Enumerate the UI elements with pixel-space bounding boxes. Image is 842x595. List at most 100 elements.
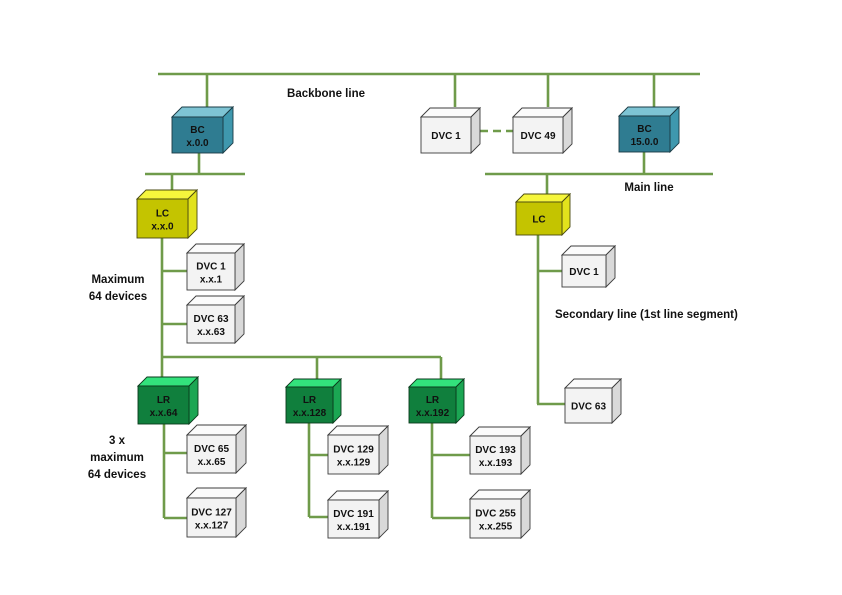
device-name: DVC 127 — [191, 508, 232, 519]
cube-top-face — [326, 425, 390, 436]
max-devices-label-line1: Maximum — [91, 274, 144, 286]
three-x-label-line2: maximum — [90, 452, 144, 464]
device-name: DVC 255 — [475, 509, 516, 520]
device-name: DVC 191 — [333, 509, 374, 520]
three-x-label-line1: 3 x — [109, 435, 126, 447]
cube-front-face — [512, 116, 564, 154]
device-name: DVC 65 — [194, 444, 229, 455]
cube-front-face — [186, 434, 237, 474]
cube-top-face — [326, 490, 390, 501]
cube-front-face — [136, 198, 189, 239]
cube-front-face — [469, 498, 522, 539]
line-repeater-64[interactable]: LR x.x.64 — [136, 375, 200, 426]
device-1[interactable]: DVC 1 x.x.1 — [185, 242, 246, 292]
secondary-device-63[interactable]: DVC 63 — [563, 377, 623, 425]
device-name: BC — [190, 125, 204, 136]
device-65[interactable]: DVC 65 x.x.65 — [185, 423, 248, 475]
bus-lines — [145, 72, 713, 520]
device-address: x.x.0 — [151, 222, 174, 233]
cube-front-face — [186, 252, 236, 291]
cube-front-face — [171, 116, 224, 154]
cube-front-face — [327, 499, 380, 539]
secondary-line-label: Secondary line (1st line segment) — [555, 309, 738, 321]
backbone-device-1[interactable]: DVC 1 — [419, 106, 482, 155]
cube-front-face — [327, 434, 380, 475]
line-repeater-192[interactable]: LRx.x.192 — [407, 377, 466, 425]
device-address: x.x.65 — [198, 457, 226, 468]
cube-front-face — [561, 254, 607, 288]
device-name: DVC 129 — [333, 445, 374, 456]
backbone-coupler-left[interactable]: BC x.0.0 — [170, 105, 235, 155]
cube-side-face — [234, 294, 245, 345]
line-coupler-right[interactable]: LC — [514, 192, 572, 237]
main-line-label: Main line — [624, 182, 673, 194]
cube-side-face — [520, 488, 531, 540]
labels: Backbone line Main line Secondary line (… — [88, 88, 738, 481]
device-address: x.x.129 — [337, 458, 371, 469]
backbone-device-49[interactable]: DVC 49 — [511, 106, 574, 155]
device-name: LR — [303, 395, 317, 406]
device-address: x.x.128 — [293, 408, 327, 419]
device-name: LR — [157, 395, 171, 406]
device-address: x.x.191 — [337, 522, 371, 533]
cube-top-face — [468, 489, 532, 500]
cube-top-face — [468, 426, 532, 437]
three-x-label-line3: 64 devices — [88, 469, 146, 481]
line-coupler-left[interactable]: LC x.x.0 — [135, 188, 199, 240]
line-repeater-128[interactable]: LR x.x.128 — [284, 377, 343, 425]
cube-front-face — [137, 385, 190, 425]
cube-top-face — [514, 193, 572, 203]
cube-front-face — [564, 387, 613, 424]
cube-front-face — [420, 116, 472, 154]
cube-side-face — [378, 424, 389, 476]
cube-top-face — [135, 189, 199, 200]
device-129[interactable]: DVC 129 x.x.129 — [326, 424, 390, 476]
device-name: DVC 63 — [193, 314, 228, 325]
device-name: DVC 63 — [571, 402, 606, 413]
cube-top-face — [563, 378, 623, 389]
device-name: DVC 193 — [475, 445, 516, 456]
device-address: x.x.63 — [197, 327, 225, 338]
device-address: x.x.64 — [150, 408, 178, 419]
cube-side-face — [520, 425, 531, 476]
device-address: 15.0.0 — [631, 137, 659, 148]
cube-front-face — [186, 304, 236, 344]
secondary-device-1[interactable]: DVC 1 — [560, 244, 617, 289]
device-191[interactable]: DVC 191 x.x.191 — [326, 489, 390, 540]
cube-top-face — [419, 107, 482, 118]
device-address: x.x.192 — [416, 408, 450, 419]
cube-top-face — [617, 106, 681, 117]
backbone-line-label: Backbone line — [287, 88, 365, 100]
cube-side-face — [455, 377, 465, 425]
device-name: DVC 1 — [431, 131, 461, 142]
cube-front-face — [469, 435, 522, 475]
device-63[interactable]: DVC 63 x.x.63 — [185, 294, 246, 345]
backbone-coupler-right[interactable]: BC 15.0.0 — [617, 105, 681, 154]
device-name: DVC 1 — [569, 267, 599, 278]
cube-top-face — [284, 378, 343, 388]
device-address: x.x.255 — [479, 522, 513, 533]
device-address: x.x.193 — [479, 458, 513, 469]
device-name: DVC 1 — [196, 262, 226, 273]
cube-top-face — [511, 107, 574, 118]
device-name: LC — [156, 209, 169, 220]
device-name: BC — [637, 124, 651, 135]
device-name: LC — [532, 215, 545, 226]
max-devices-label-line2: 64 devices — [89, 291, 147, 303]
cube-side-face — [187, 188, 198, 240]
cube-front-face — [186, 497, 237, 538]
cube-top-face — [185, 243, 246, 254]
cube-front-face — [408, 386, 457, 424]
cube-front-face — [285, 386, 334, 424]
device-255[interactable]: DVC 255 x.x.255 — [468, 488, 532, 540]
device-name: DVC 49 — [520, 131, 555, 142]
device-address: x.x.1 — [200, 275, 223, 286]
cube-front-face — [515, 201, 563, 236]
cube-top-face — [136, 376, 200, 387]
device-193[interactable]: DVC 193 x.x.193 — [468, 425, 532, 476]
device-address: x.0.0 — [186, 138, 209, 149]
cube-top-face — [170, 106, 235, 118]
